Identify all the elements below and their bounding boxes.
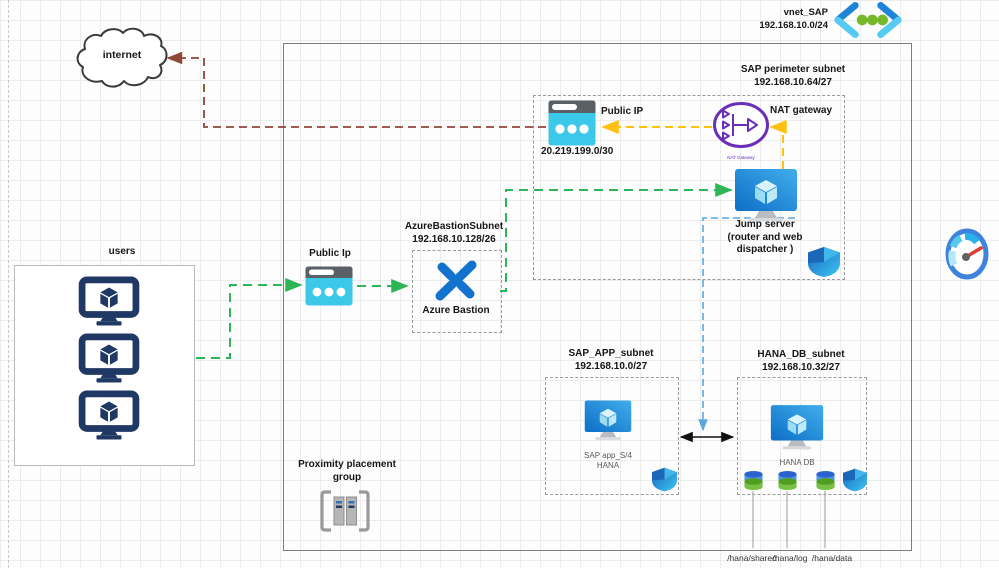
db-subnet-cidr: 192.168.10.32/27 (762, 361, 840, 373)
ppg-label-line2: group (332, 471, 362, 483)
user-workstation-icon-1 (78, 276, 140, 331)
sap-app-subnet-box (545, 377, 679, 495)
page-boundary-line (8, 0, 9, 568)
proximity-placement-group-icon (318, 490, 372, 537)
cloud-icon (76, 27, 168, 88)
app-subnet-title: SAP_APP_subnet 192.168.10.0/27 (545, 348, 677, 373)
jump-server-label: Jump server (router and web dispatcher ) (700, 219, 830, 257)
public-ip-label: Public IP (601, 106, 644, 117)
disk-icon-data (814, 470, 837, 496)
vnet-cidr: 192.168.10.0/24 (759, 19, 828, 31)
public-ip-icon (548, 100, 596, 151)
azure-bastion-label: Azure Bastion (422, 305, 490, 316)
disk-icon-log (776, 470, 799, 496)
hana-db-vm-label: HANA DB (779, 458, 815, 467)
public-ip-cidr: 20.219.199.0/30 (541, 146, 614, 157)
mount-label-log: /hana/log (772, 553, 808, 563)
sap-app-vm-label-line1: SAP app_S/4 (584, 451, 632, 460)
sap-app-vm-label-line2: HANA (596, 461, 620, 470)
db-subnet-title: HANA_DB_subnet 192.168.10.32/27 (737, 349, 865, 374)
user-workstation-icon-2 (78, 333, 140, 388)
mount-label-data: /hana/data (811, 553, 853, 563)
users-label: users (108, 246, 136, 257)
sap-app-vm-icon (584, 399, 632, 446)
bastion-subnet-title: AzureBastionSubnet 192.168.10.128/26 (398, 221, 510, 246)
nsg-shield-icon (806, 246, 842, 283)
jump-server-label-line1: Jump server (735, 219, 795, 230)
vnet-title: vnet_SAP 192.168.10.0/24 (742, 7, 828, 32)
nat-gateway-icon: NAT Gateway (712, 102, 770, 160)
nat-gateway-caption: NAT Gateway (727, 155, 755, 160)
user-workstation-icon-3 (78, 390, 140, 445)
internet-label: internet (102, 49, 142, 61)
nat-gateway-label: NAT gateway (770, 105, 833, 116)
ppg-label-line1: Proximity placement (298, 459, 396, 470)
app-subnet-name: SAP_APP_subnet (568, 348, 654, 359)
bastion-subnet-name: AzureBastionSubnet (404, 221, 504, 232)
vnet-name: vnet_SAP (783, 7, 828, 18)
db-nsg-shield-icon (842, 468, 868, 497)
azure-bastion-icon (430, 256, 482, 309)
bastion-subnet-cidr: 192.168.10.128/26 (412, 233, 496, 245)
app-nsg-shield-icon (651, 467, 678, 497)
jump-server-icon (734, 168, 798, 227)
perimeter-subnet-title: SAP perimeter subnet 192.168.10.64/27 (718, 64, 868, 89)
perimeter-subnet-name: SAP perimeter subnet (740, 64, 846, 75)
virtual-network-icon (830, 0, 906, 45)
disk-icon-shared (742, 470, 765, 496)
metrics-gauge-icon (945, 228, 989, 285)
perimeter-subnet-cidr: 192.168.10.64/27 (754, 76, 832, 88)
internet-cloud: internet (72, 24, 172, 94)
db-subnet-name: HANA_DB_subnet (757, 349, 845, 360)
jump-server-label-line2: (router and web (727, 231, 803, 243)
sap-app-vm-label: SAP app_S/4 HANA (563, 451, 653, 471)
public-ip-edge-icon (305, 266, 353, 311)
mount-label-shared: /hana/shared (727, 553, 777, 563)
hana-db-subnet-box (737, 377, 867, 495)
hana-db-vm-icon (770, 404, 824, 455)
app-subnet-cidr: 192.168.10.0/27 (574, 360, 648, 372)
ppg-label: Proximity placement group (294, 459, 400, 484)
public-ip-edge-label: Public Ip (309, 248, 351, 259)
jump-server-label-line3: dispatcher ) (736, 244, 794, 255)
